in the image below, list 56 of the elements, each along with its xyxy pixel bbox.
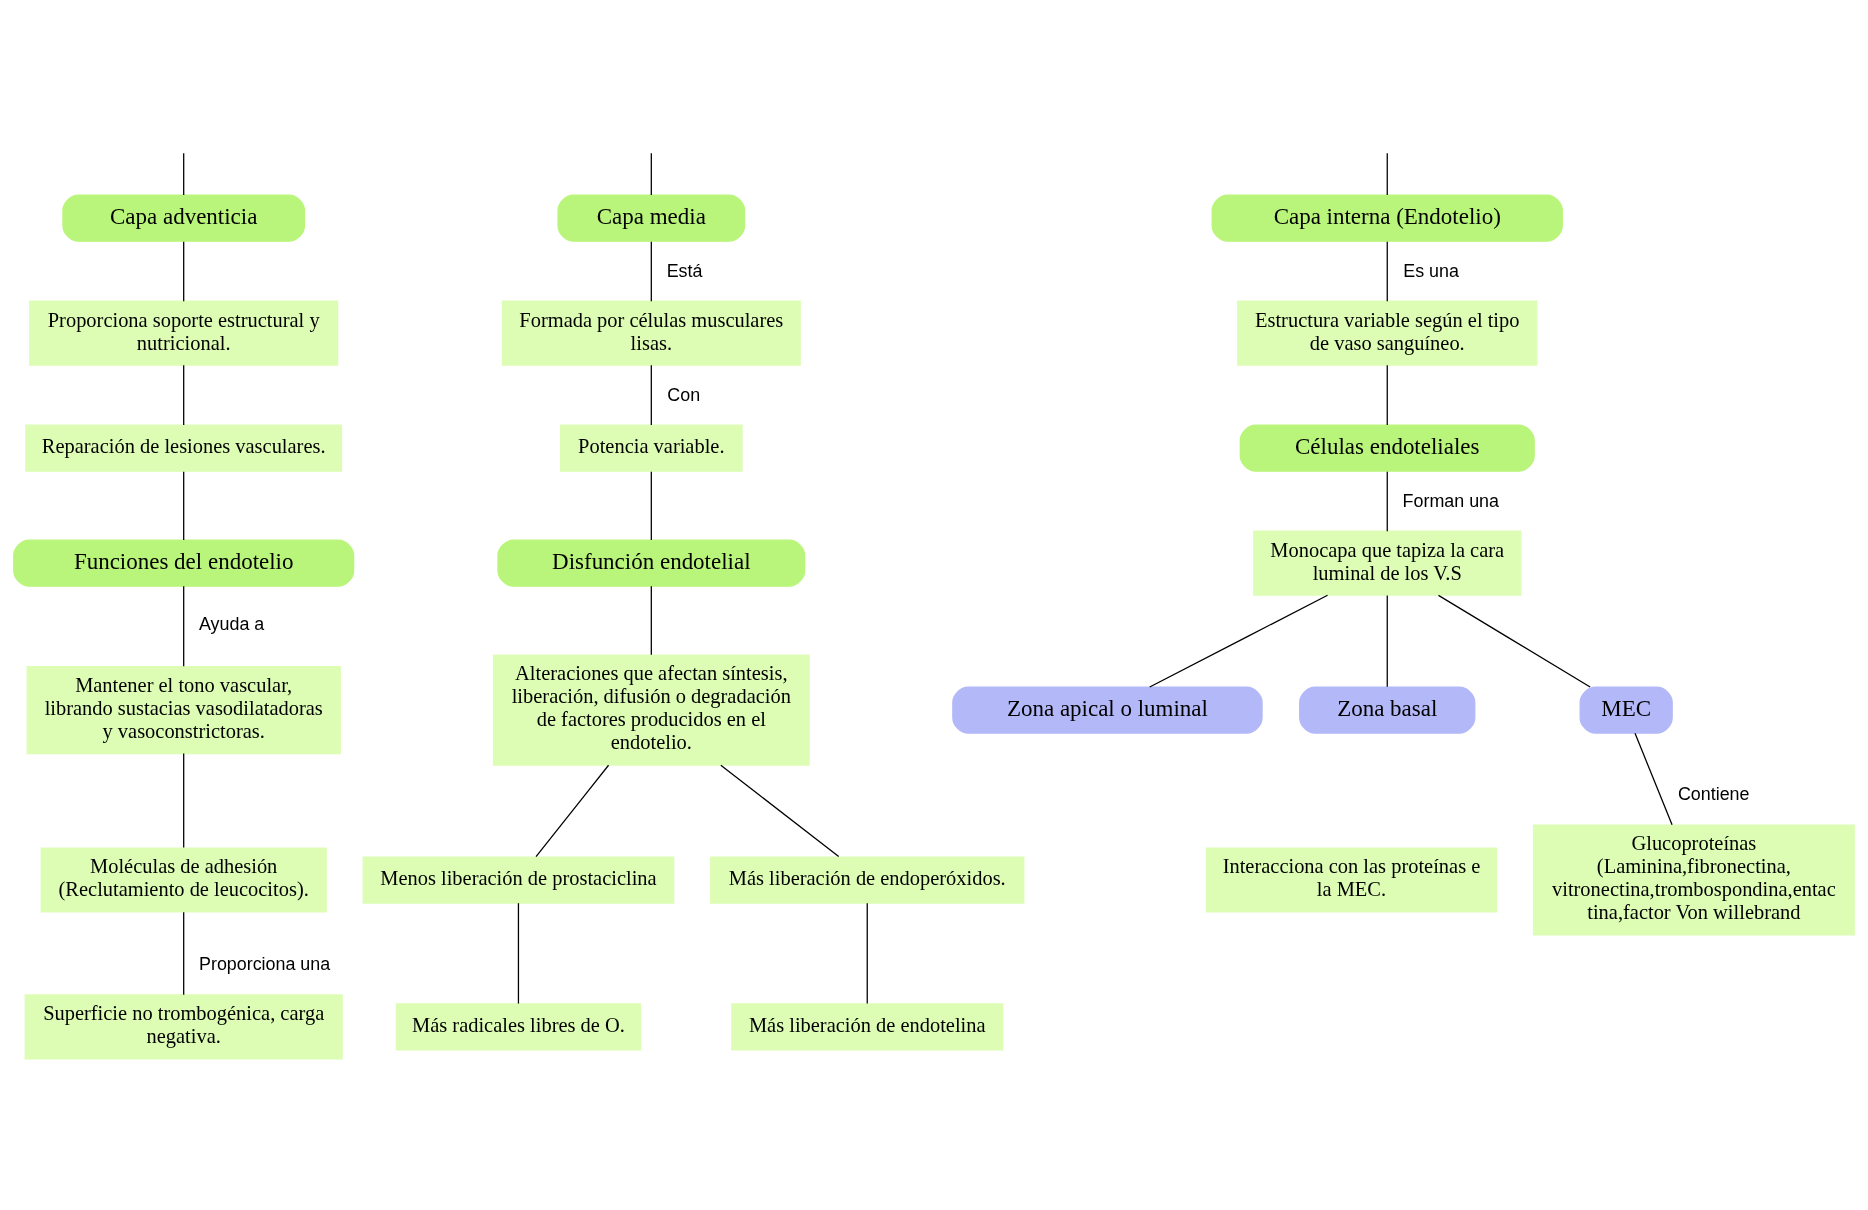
node-box: Monocapa que tapiza la cara luminal de los V.S xyxy=(1253,530,1522,596)
connector xyxy=(866,902,868,1004)
node-box: Superficie no trombogénica, carga negativa. xyxy=(24,993,343,1060)
edge-label: Es una xyxy=(1403,260,1459,281)
connector xyxy=(1386,470,1388,532)
edge-label: Con xyxy=(667,384,701,405)
connector xyxy=(183,752,185,848)
connector xyxy=(1437,594,1591,688)
node-box: Más liberación de endoperóxidos. xyxy=(710,855,1025,904)
node-box: Zona basal xyxy=(1299,685,1476,734)
connector xyxy=(650,240,652,302)
connector xyxy=(183,152,185,196)
node-box: Capa adventicia xyxy=(62,194,306,242)
connector xyxy=(183,911,185,995)
node-box: Glucoproteínas (Laminina,fibronectina, vitronectina,trombospondina,entac tina,factor Von willebrand xyxy=(1532,823,1855,936)
edge-label: Proporciona una xyxy=(199,953,331,974)
connector xyxy=(183,364,185,426)
node-box: Zona apical o luminal xyxy=(952,685,1263,734)
node-box: MEC xyxy=(1579,685,1673,734)
node-box: Más radicales libres de O. xyxy=(395,1002,642,1051)
connector xyxy=(183,585,185,667)
connector xyxy=(650,364,652,426)
connector xyxy=(535,764,610,857)
node-box: Más liberación de endotelina xyxy=(731,1002,1004,1051)
node-box: Capa interna (Endotelio) xyxy=(1211,194,1563,242)
connector xyxy=(1634,732,1673,825)
node-box: Mantener el tono vascular, librando sustacias vasodilatadoras y vasoconstrictoras. xyxy=(26,665,341,754)
node-box: Interacciona con las proteínas e la MEC. xyxy=(1205,846,1498,913)
connector xyxy=(1149,594,1329,688)
edge-label: Está xyxy=(666,260,703,281)
connector xyxy=(183,240,185,302)
edge-label: Ayuda a xyxy=(199,613,265,634)
connector xyxy=(650,585,652,655)
connector xyxy=(183,470,185,541)
connector xyxy=(1386,152,1388,196)
node-box: Capa media xyxy=(557,194,746,242)
node-box: Disfunción endotelial xyxy=(497,539,806,587)
connector xyxy=(650,152,652,196)
node-box: Formada por células musculares lisas. xyxy=(501,300,801,366)
node-box: Moléculas de adhesión (Reclutamiento de leucocitos). xyxy=(40,846,327,913)
node-box: Células endoteliales xyxy=(1239,424,1535,472)
connector xyxy=(650,470,652,541)
node-box: Estructura variable según el tipo de vaso sanguíneo. xyxy=(1237,300,1538,366)
connector xyxy=(720,764,840,857)
connector xyxy=(1386,240,1388,302)
edge-label: Forman una xyxy=(1402,490,1499,511)
connector xyxy=(1386,594,1388,687)
node-box: Potencia variable. xyxy=(559,424,743,472)
node-box: Menos liberación de prostaciclina xyxy=(362,855,675,904)
node-box: Proporciona soporte estructural y nutricional. xyxy=(29,300,339,366)
node-box: Reparación de lesiones vasculares. xyxy=(25,424,343,472)
node-box: Funciones del endotelio xyxy=(13,539,355,587)
connector xyxy=(1386,364,1388,426)
edge-label: Contiene xyxy=(1677,783,1750,804)
node-box: Alteraciones que afectan síntesis, liberación, difusión o degradación de factores producidos en el endotelio. xyxy=(492,654,810,766)
connector xyxy=(517,902,520,1004)
